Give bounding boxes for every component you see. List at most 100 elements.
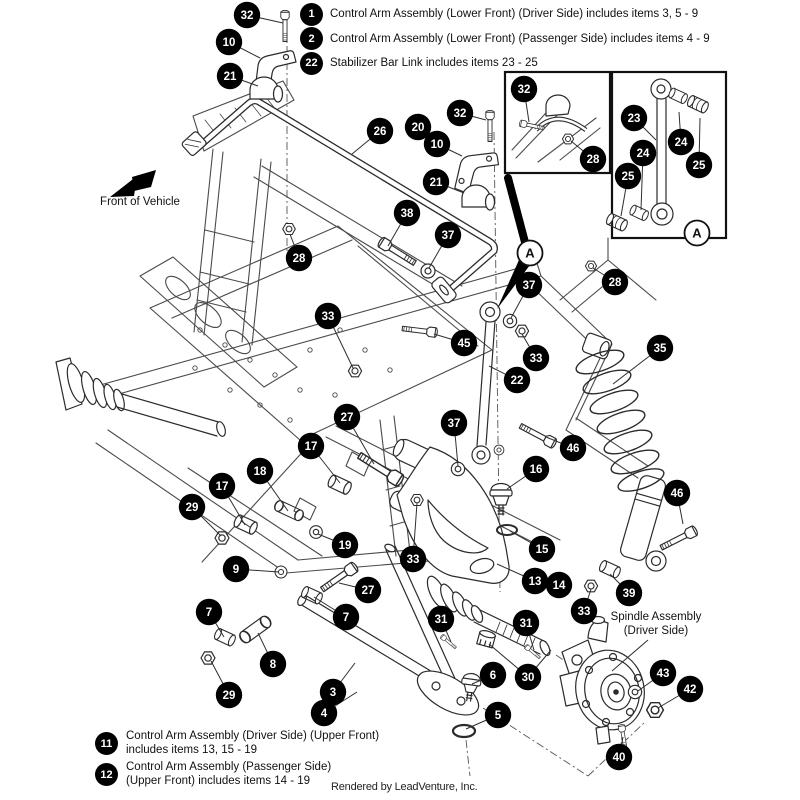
svg-text:16: 16 — [530, 464, 543, 476]
bolt-32-front — [280, 9, 290, 42]
svg-text:26: 26 — [374, 126, 387, 138]
svg-text:37: 37 — [442, 230, 455, 242]
svg-text:35: 35 — [654, 343, 667, 355]
callout-4: 4 — [310, 699, 338, 727]
inset-box-link-detail — [604, 70, 728, 240]
legend-text: Stabilizer Bar Link includes items 23 - … — [330, 57, 538, 70]
bushing-17-inner — [325, 473, 354, 496]
nut-29-lower — [200, 651, 216, 665]
svg-text:29: 29 — [186, 502, 199, 514]
bushing-39 — [597, 559, 623, 580]
svg-text:42: 42 — [684, 684, 697, 696]
callout-3: 3 — [319, 678, 347, 706]
left-axle-shaft — [55, 357, 226, 437]
spindle-assembly-label: Spindle Assembly (Driver Side) — [593, 610, 719, 638]
callout-5: 5 — [484, 701, 512, 729]
svg-text:43: 43 — [657, 668, 670, 680]
svg-text:31: 31 — [520, 618, 533, 630]
callout-37: 37 — [434, 221, 462, 249]
bolt-45 — [401, 323, 439, 339]
stabilizer-bar — [181, 97, 498, 304]
svg-text:20: 20 — [412, 122, 425, 134]
washer-37-bar — [420, 263, 436, 279]
callout-31: 31 — [512, 609, 540, 637]
callout-33: 33 — [314, 302, 342, 330]
svg-text:24: 24 — [637, 148, 650, 160]
svg-text:32: 32 — [241, 10, 254, 22]
nut-42 — [645, 701, 665, 719]
callout-25: 25 — [685, 151, 713, 179]
upper-ball-joint — [489, 482, 513, 516]
detail-marker-a: A — [683, 219, 711, 247]
svg-text:28: 28 — [293, 253, 306, 265]
washer-37-link — [502, 313, 518, 329]
svg-text:37: 37 — [523, 280, 536, 292]
svg-text:25: 25 — [622, 171, 635, 183]
svg-text:10: 10 — [431, 139, 444, 151]
svg-text:15: 15 — [536, 544, 549, 556]
svg-text:17: 17 — [305, 441, 318, 453]
callout-37: 37 — [440, 409, 468, 437]
stabilizer-link — [471, 301, 501, 465]
callout-22: 22 — [503, 366, 531, 394]
sleeve-18 — [272, 498, 306, 523]
svg-text:33: 33 — [578, 606, 591, 618]
svg-text:40: 40 — [613, 752, 626, 764]
svg-text:10: 10 — [223, 37, 236, 49]
detail-marker-a: A — [497, 239, 544, 309]
callout-25: 25 — [614, 162, 642, 190]
legend-circle-12: 12 — [95, 763, 118, 786]
legend-text: Control Arm Assembly (Driver Side) (Uppe… — [126, 730, 380, 756]
legend-circle-11: 11 — [95, 732, 118, 755]
callout-28: 28 — [579, 145, 607, 173]
svg-text:21: 21 — [430, 177, 443, 189]
sleeve-8 — [236, 613, 274, 646]
front-of-vehicle-label: Front of Vehicle — [100, 196, 180, 208]
callout-39: 39 — [615, 579, 643, 607]
footer-credit: Rendered by LeadVenture, Inc. — [331, 781, 478, 793]
callout-17: 17 — [297, 432, 325, 460]
bushing-7-outer — [212, 627, 238, 648]
callout-7: 7 — [332, 603, 360, 631]
callout-46: 46 — [663, 479, 691, 507]
callout-24: 24 — [667, 128, 695, 156]
callout-24: 24 — [629, 139, 657, 167]
legend-item-11: 11 Control Arm Assembly (Driver Side) (Up… — [95, 730, 379, 757]
callout-16: 16 — [522, 455, 550, 483]
callout-32: 32 — [510, 75, 538, 103]
callout-33: 33 — [522, 344, 550, 372]
upper-control-arm — [389, 438, 510, 584]
callout-28: 28 — [285, 244, 313, 272]
callout-45: 45 — [450, 329, 478, 357]
upper-ball-joint-oring — [496, 524, 518, 536]
svg-text:5: 5 — [495, 710, 502, 722]
svg-text:A: A — [525, 246, 535, 261]
svg-text:32: 32 — [518, 84, 531, 96]
front-axle-shaft — [426, 575, 551, 657]
nut-28 — [282, 222, 296, 236]
callout-32: 32 — [446, 99, 474, 127]
callout-21: 21 — [422, 168, 450, 196]
svg-text:14: 14 — [553, 580, 566, 592]
callout-26: 26 — [366, 117, 394, 145]
svg-text:25: 25 — [693, 160, 706, 172]
front-of-vehicle-arrow — [110, 170, 156, 197]
svg-text:21: 21 — [224, 71, 237, 83]
svg-text:7: 7 — [206, 607, 212, 619]
svg-text:33: 33 — [322, 311, 335, 323]
svg-text:3: 3 — [330, 687, 336, 699]
legend-text: Control Arm Assembly (Lower Front) (Pass… — [330, 32, 710, 45]
callout-32: 32 — [233, 1, 261, 29]
svg-text:32: 32 — [454, 108, 467, 120]
callout-19: 19 — [331, 531, 359, 559]
washer-link-lower — [493, 444, 505, 456]
svg-text:38: 38 — [401, 208, 414, 220]
svg-text:23: 23 — [628, 113, 641, 125]
svg-text:A: A — [692, 226, 702, 241]
callout-15: 15 — [528, 535, 556, 563]
callout-27: 27 — [354, 576, 382, 604]
callout-7: 7 — [195, 598, 223, 626]
